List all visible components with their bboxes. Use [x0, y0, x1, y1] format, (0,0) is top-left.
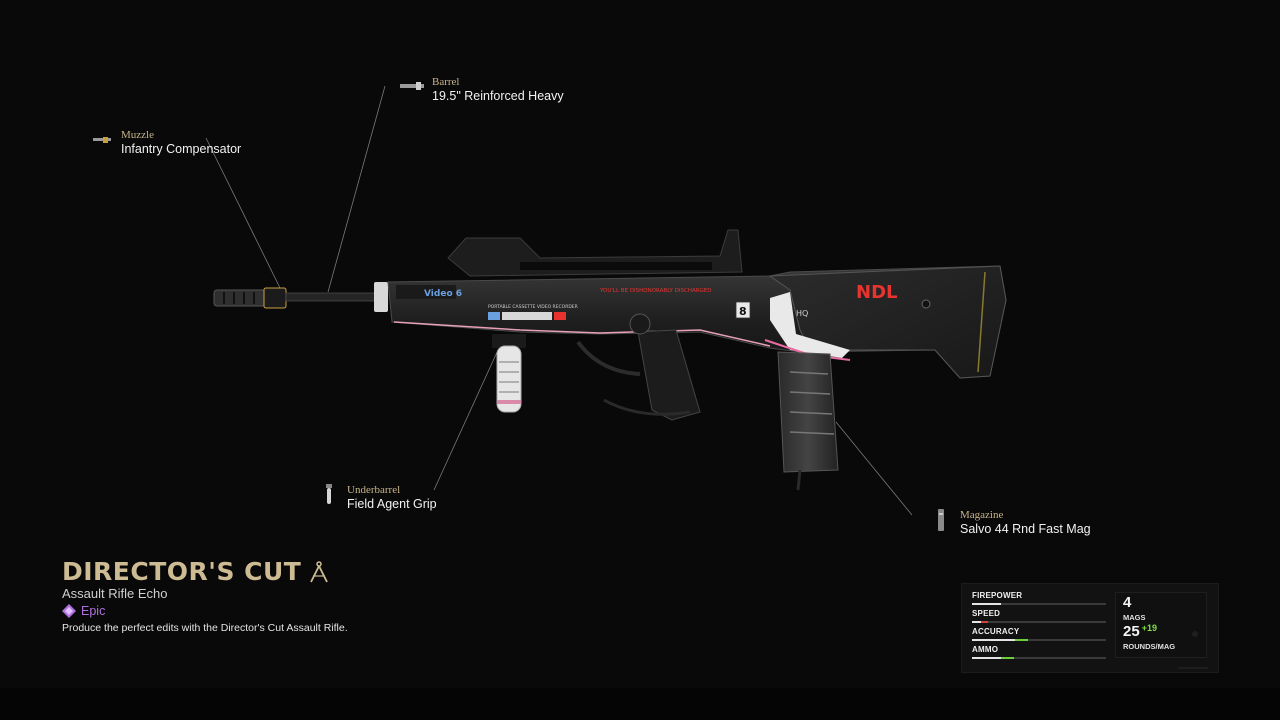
number-marking: 8: [739, 305, 747, 318]
decal-marking: Video 6: [424, 289, 462, 299]
magazine-icon: [938, 509, 944, 531]
attachment-part-name: Infantry Compensator: [121, 142, 242, 156]
trigger-guard: [576, 340, 641, 376]
ammo-box: 4 MAGS 25+19 ROUNDS/MAG: [1115, 592, 1207, 658]
muzzle-icon: [93, 137, 111, 143]
attachment-barrel[interactable]: Barrel 19.5" Reinforced Heavy: [400, 76, 564, 104]
rounds-delta: +19: [1141, 623, 1157, 633]
stat-bar-base: [972, 603, 1002, 605]
attachment-underbarrel[interactable]: Underbarrel Field Agent Grip: [326, 484, 437, 512]
attachment-slot-label: Muzzle: [121, 129, 154, 141]
footer-band: [0, 688, 1280, 720]
rounds-count: 25: [1123, 623, 1140, 640]
warning-marking: YOU'LL BE DISHONORABLY DISCHARGED: [599, 288, 712, 294]
attachment-muzzle[interactable]: Muzzle Infantry Compensator: [93, 129, 242, 157]
underbarrel-leader-line: [433, 349, 499, 491]
stat-bar-delta: [1014, 639, 1029, 641]
strip-marking: PORTABLE CASSETTE VIDEO RECORDER: [488, 304, 578, 310]
attachment-part-name: Salvo 44 Rnd Fast Mag: [960, 522, 1091, 536]
weapon-base-name: Assault Rifle Echo: [62, 586, 168, 601]
attachment-slot-label: Underbarrel: [347, 484, 401, 496]
stat-bar-delta: [981, 621, 989, 623]
barrel: [285, 292, 381, 302]
pistol-grip: [637, 329, 701, 421]
attachment-part-name: Field Agent Grip: [347, 497, 437, 511]
stat-bar: [972, 657, 1106, 659]
magazine-leader-line: [835, 421, 913, 516]
stat-bar-base: [972, 657, 1002, 659]
compass-drafting-icon: [310, 561, 329, 583]
front-sight-block: [374, 282, 388, 312]
stat-label: SPEED: [972, 609, 1001, 618]
magazine: [777, 351, 839, 473]
attachment-magazine[interactable]: Magazine Salvo 44 Rnd Fast Mag: [938, 509, 1091, 537]
grip-icon: [326, 484, 332, 504]
weapon-info: DIRECTOR'S CUT Assault Rifle Echo Epic P…: [62, 556, 482, 634]
attachment-slot-label: Magazine: [960, 509, 1004, 521]
stat-bar-delta: [1001, 657, 1014, 659]
rarity-row: Epic: [62, 604, 482, 618]
stat-firepower: FIREPOWER: [972, 591, 1106, 605]
info-dot-icon: [1192, 631, 1198, 637]
stock-white-panel: [770, 292, 850, 358]
attachment-part-name: 19.5" Reinforced Heavy: [432, 89, 564, 103]
rounds-label: ROUNDS/MAG: [1123, 642, 1176, 651]
weapon-description: Produce the perfect edits with the Direc…: [62, 622, 348, 634]
stat-ammo: AMMO: [972, 645, 1106, 659]
stat-label: AMMO: [972, 645, 999, 654]
attachment-slot-label: Barrel: [432, 76, 460, 88]
stat-bar: [972, 621, 1106, 623]
mags-label: MAGS: [1123, 613, 1146, 622]
barrel-icon: [400, 82, 424, 90]
weapon-name: DIRECTOR'S CUT: [62, 557, 302, 586]
stat-label: ACCURACY: [972, 627, 1020, 636]
stats-panel: FIREPOWER SPEED ACCURACY AMMO 4 MAGS 25+…: [961, 583, 1219, 673]
muzzle-brake: [213, 289, 267, 307]
barrel-leader-line: [327, 85, 386, 293]
brand-marking: NDL: [856, 282, 897, 303]
stat-bar: [972, 603, 1106, 605]
epic-rarity-icon: [62, 604, 76, 618]
compensator-collar: [263, 287, 287, 309]
stat-bar-base: [972, 621, 982, 623]
mags-count: 4: [1123, 594, 1132, 611]
stat-accuracy: ACCURACY: [972, 627, 1106, 641]
stat-bar: [972, 639, 1106, 641]
stat-label: FIREPOWER: [972, 591, 1023, 600]
weapon-title-row: DIRECTOR'S CUT: [62, 556, 482, 588]
hq-marking: HQ: [796, 309, 808, 318]
panel-footer-mark: [1178, 667, 1208, 669]
stat-speed: SPEED: [972, 609, 1106, 623]
stat-bar-base: [972, 639, 1015, 641]
muzzle-leader-line: [205, 137, 283, 293]
rarity-label: Epic: [81, 604, 106, 618]
